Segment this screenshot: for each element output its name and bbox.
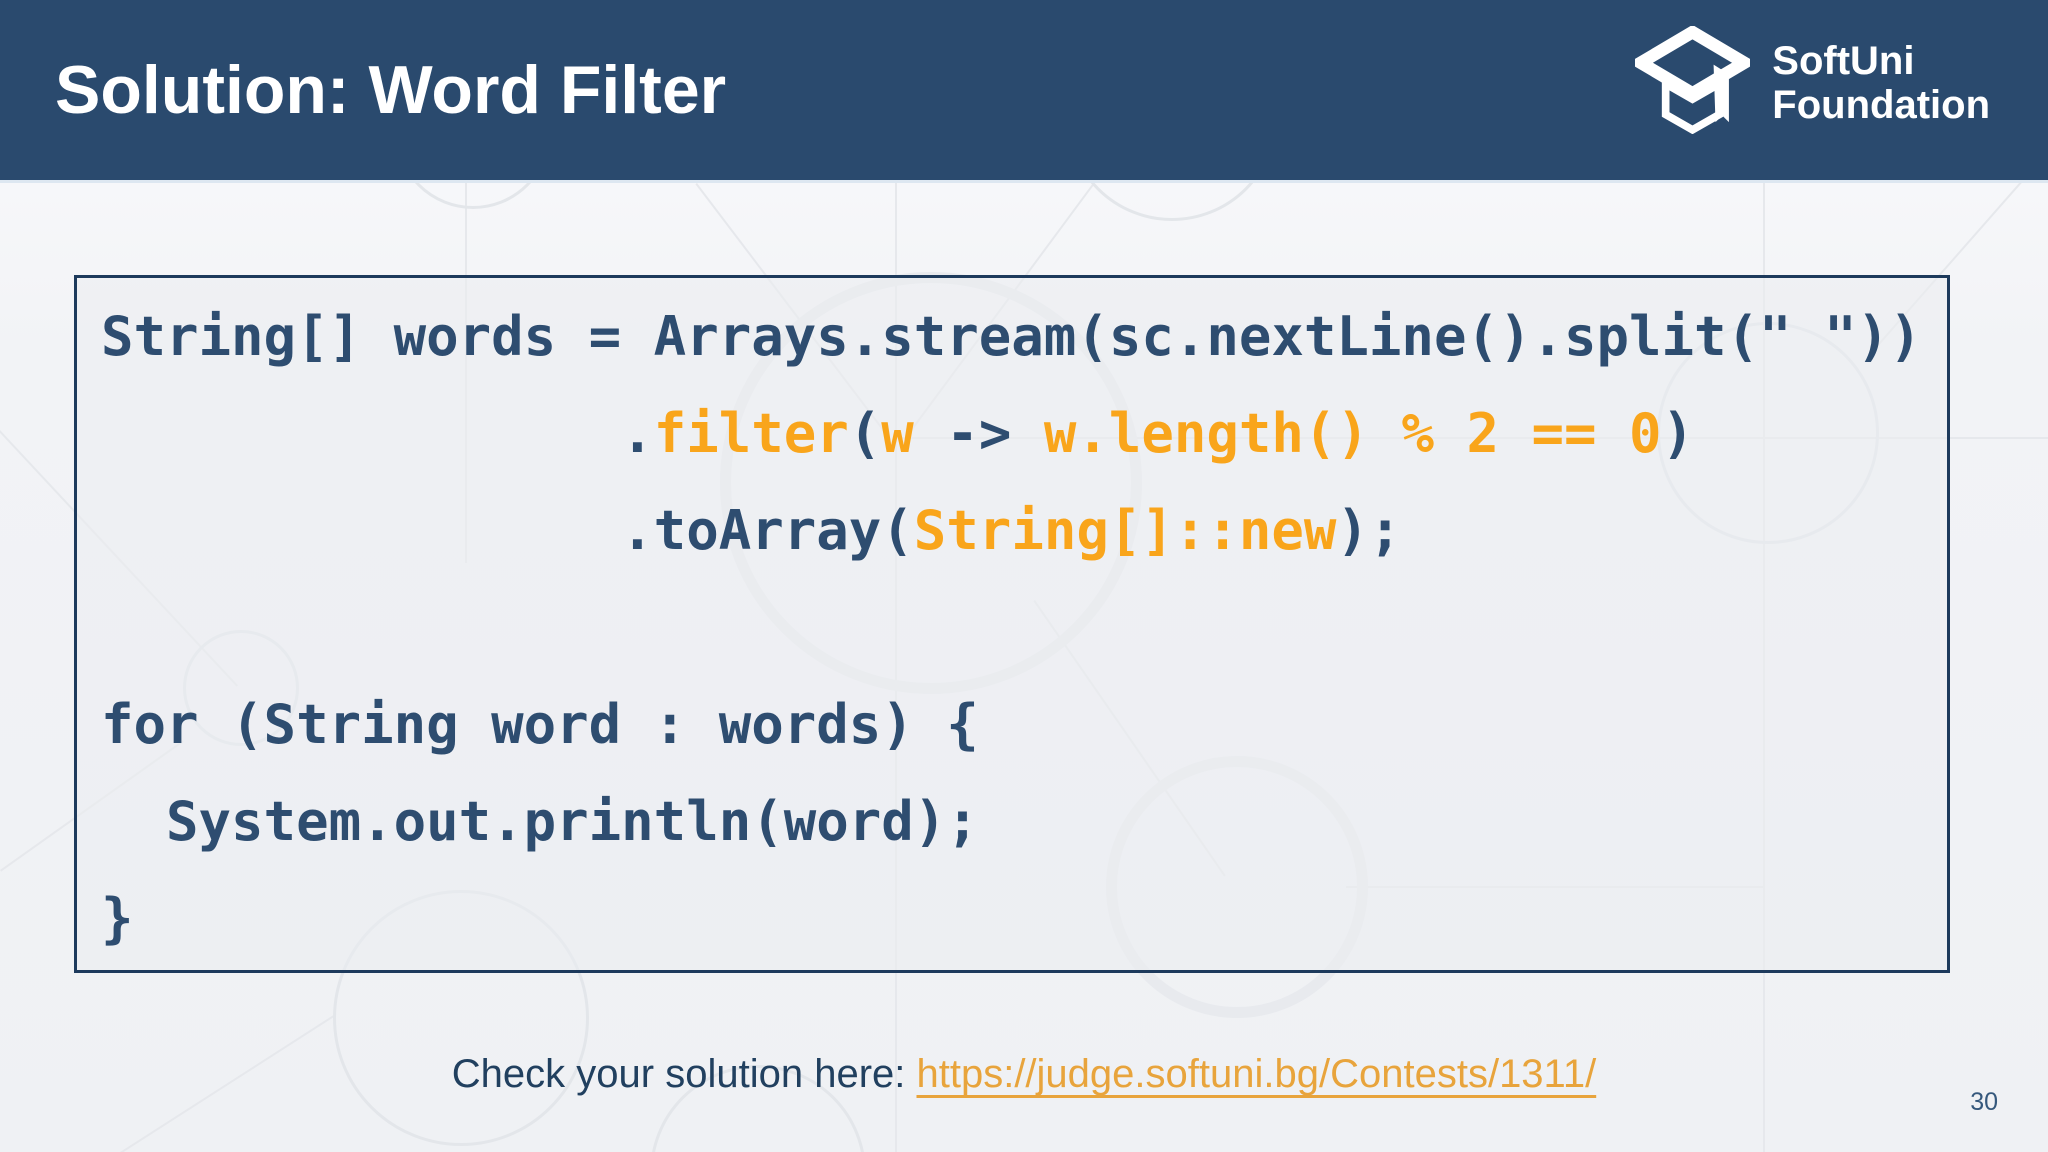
- code-line: [101, 579, 1947, 676]
- logo-line1: SoftUni: [1772, 38, 1915, 83]
- code-line: System.out.println(word);: [101, 790, 979, 853]
- code-content: String[] words = Arrays.stream(sc.nextLi…: [77, 278, 1947, 967]
- page-title: Solution: Word Filter: [55, 52, 727, 128]
- code-line: }: [101, 887, 134, 950]
- code-line: .toArray(String[]::new);: [101, 499, 1402, 562]
- footer-text: Check your solution here:: [451, 1052, 917, 1096]
- page-number: 30: [1970, 1088, 1998, 1116]
- logo-line2: Foundation: [1772, 82, 1990, 127]
- code-block: String[] words = Arrays.stream(sc.nextLi…: [74, 275, 1950, 973]
- header-bar: Solution: Word Filter SoftUni Foundation: [0, 0, 2048, 183]
- softuni-logo: SoftUni Foundation: [1628, 24, 1990, 139]
- judge-link[interactable]: https://judge.softuni.bg/Contests/1311/: [916, 1052, 1597, 1096]
- code-line: for (String word : words) {: [101, 693, 979, 756]
- code-line: .filter(w -> w.length() % 2 == 0): [621, 402, 1695, 465]
- graduation-cap-icon: [1628, 24, 1757, 139]
- footer: Check your solution here: https://judge.…: [0, 1052, 2048, 1097]
- code-line: String[] words = Arrays.stream(sc.nextLi…: [101, 305, 1922, 368]
- logo-text: SoftUni Foundation: [1772, 39, 1990, 127]
